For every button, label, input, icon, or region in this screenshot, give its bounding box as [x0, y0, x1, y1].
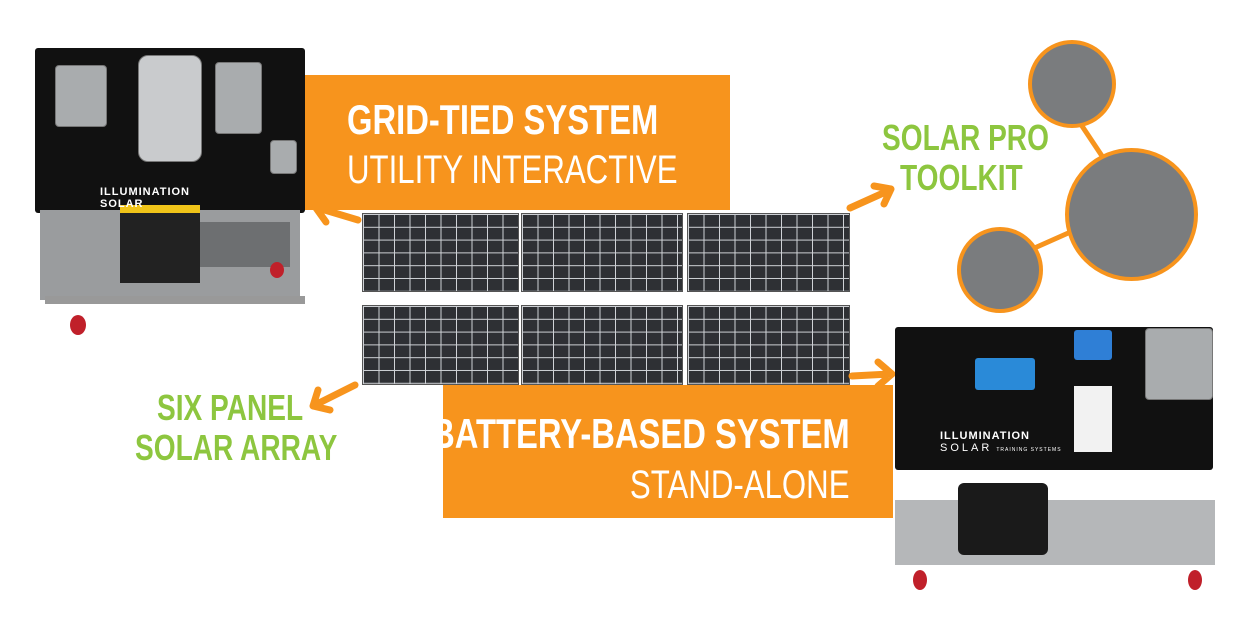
- battery-title: BATTERY-BASED SYSTEM: [431, 410, 850, 457]
- battery-subtitle: STAND-ALONE: [630, 463, 850, 507]
- array-label: SIX PANEL SOLAR ARRAY: [135, 387, 338, 468]
- toolkit-photo-tools: [957, 227, 1043, 313]
- solar-panel-3: [687, 213, 850, 292]
- solar-panel-2: [521, 213, 683, 292]
- toolkit-label: SOLAR PRO TOOLKIT: [882, 117, 1049, 198]
- solar-panel-4: [362, 305, 519, 385]
- grid-tied-title: GRID-TIED SYSTEM: [347, 96, 659, 143]
- arrow-to-toolkit: [846, 182, 895, 212]
- solar-panel-5: [521, 305, 683, 385]
- toolkit-photo-case: [1065, 148, 1198, 281]
- arrow-to-grid-tied: [312, 194, 362, 226]
- grid-tied-banner: [290, 75, 730, 210]
- grid-tied-subtitle: UTILITY INTERACTIVE: [347, 148, 678, 192]
- toolkit-photo-meters: [1028, 40, 1116, 128]
- battery-banner: [443, 385, 893, 518]
- arrow-to-battery: [848, 358, 896, 390]
- arrow-to-array: [309, 381, 359, 414]
- solar-panel-6: [687, 305, 850, 385]
- solar-panel-1: [362, 213, 519, 292]
